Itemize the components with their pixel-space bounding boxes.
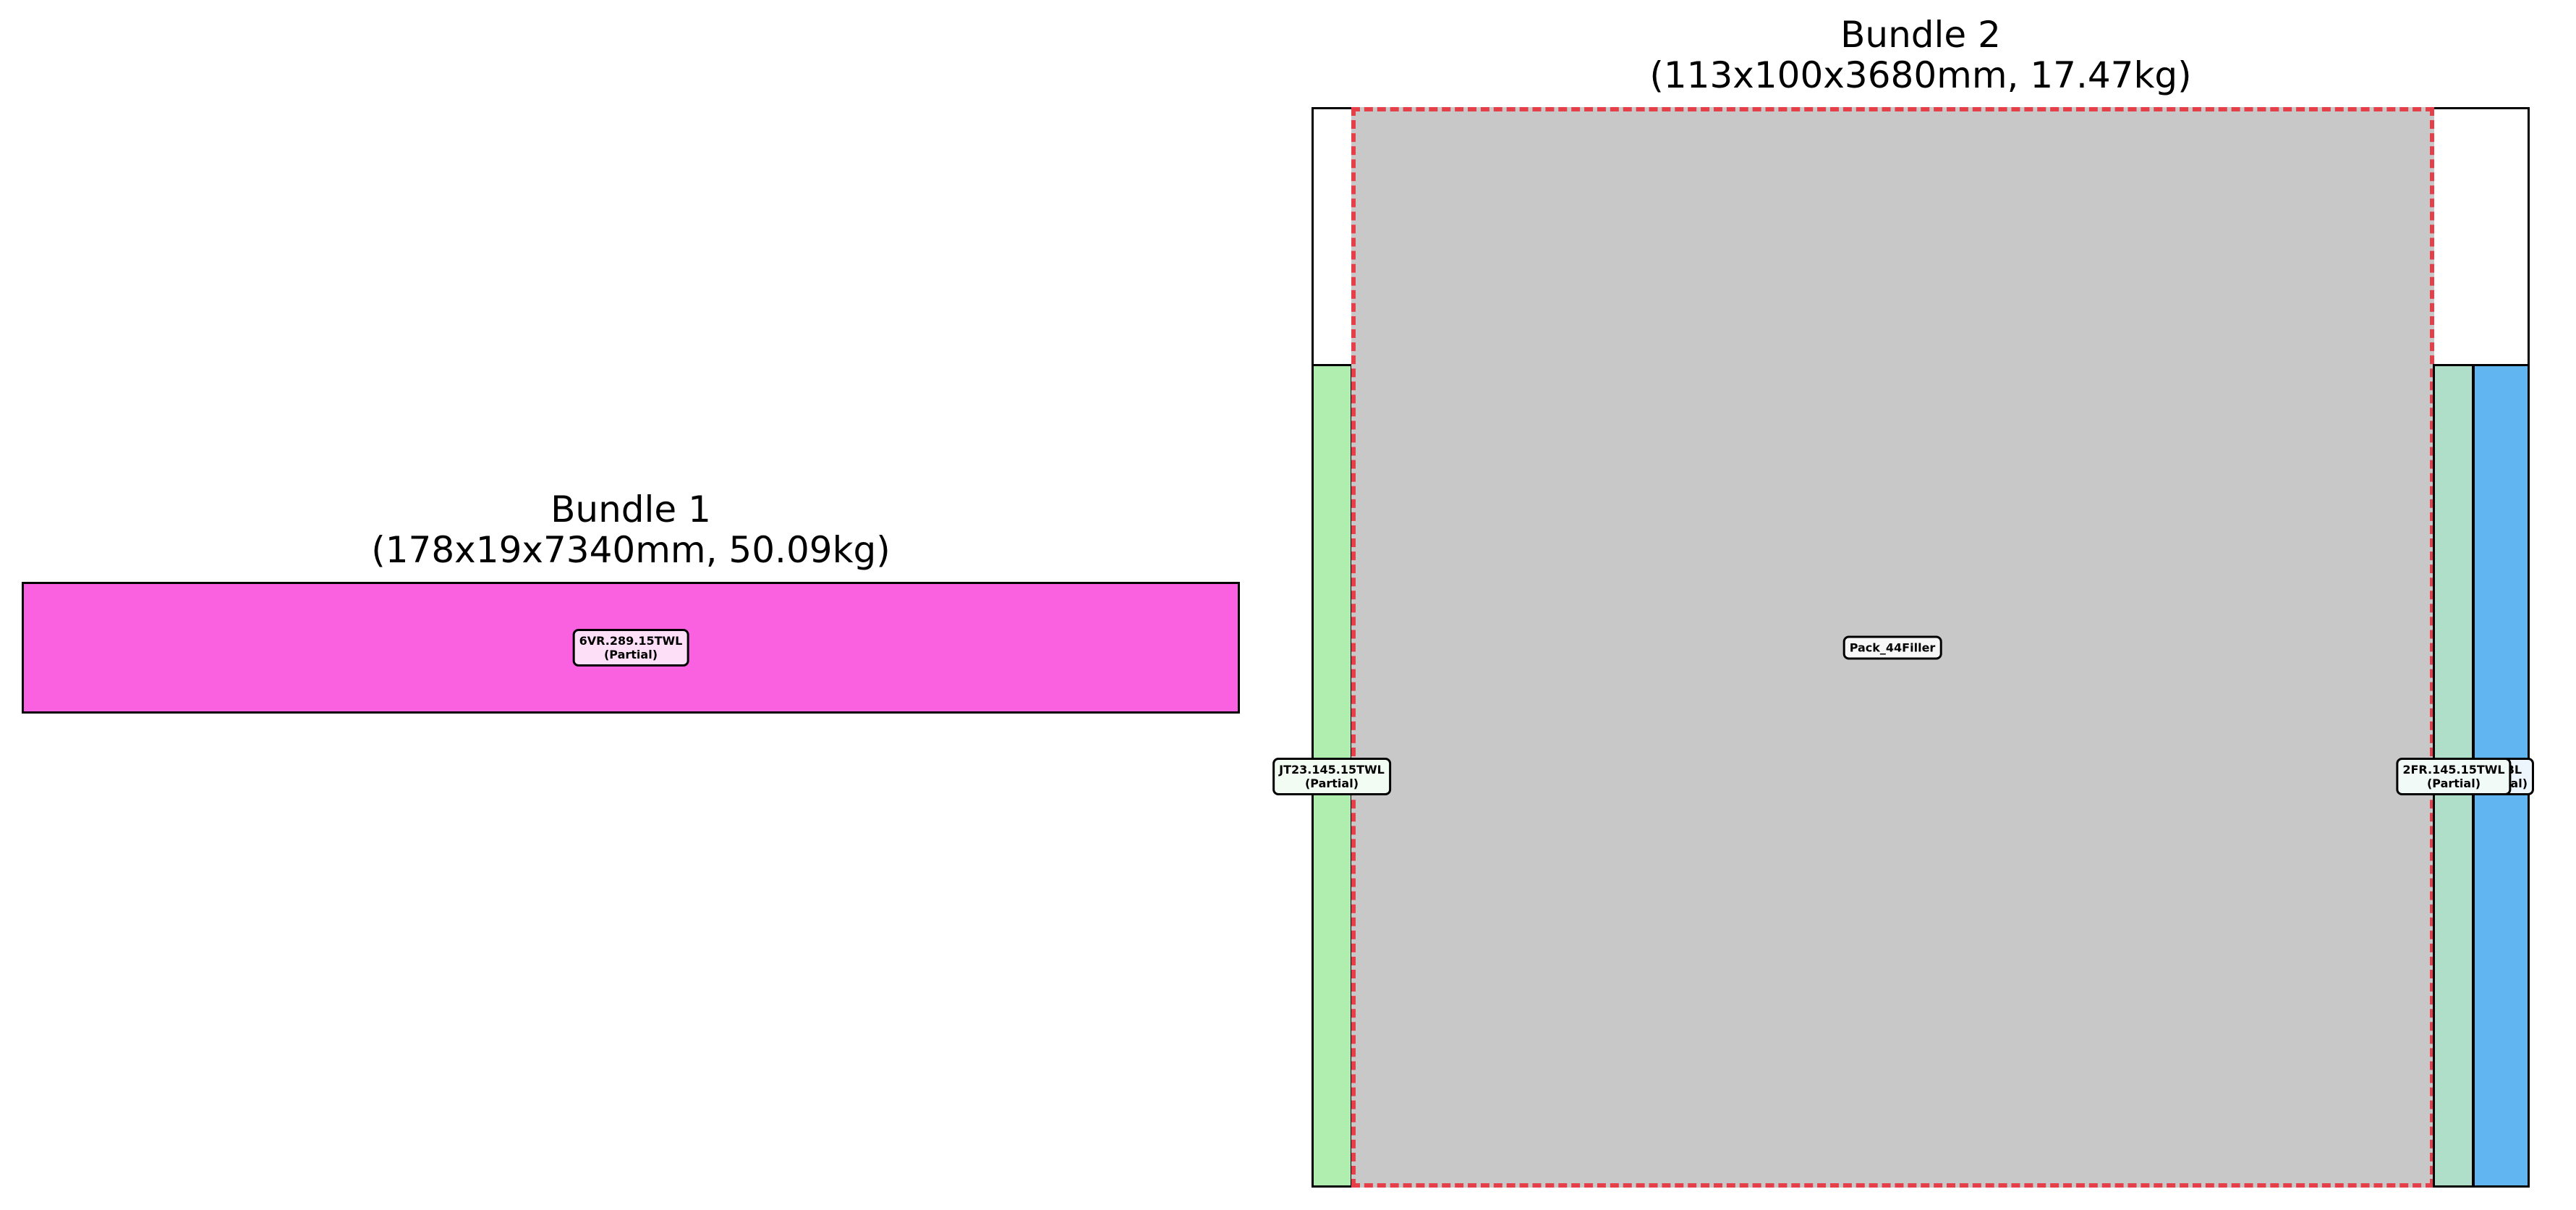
bundle-2-piece-2fr-label: 2FR.145.15TWL (Partial) xyxy=(2396,758,2512,795)
bundle-2-piece-jt23-label: JT23.145.15TWL (Partial) xyxy=(1272,758,1391,795)
bundle-2-title-line1: Bundle 2 xyxy=(1840,14,2001,56)
bundle-1-title-line2: (178x19x7340mm, 50.09kg) xyxy=(371,529,890,571)
bundle-1-title: Bundle 1 (178x19x7340mm, 50.09kg) xyxy=(22,489,1240,570)
piece-note: (Partial) xyxy=(2426,777,2481,790)
piece-name: JT23.145.15TWL xyxy=(1279,763,1385,777)
bundle-2-filler-dashed-outline xyxy=(1351,107,2434,1188)
bundle-2-title: Bundle 2 (113x100x3680mm, 17.47kg) xyxy=(1312,14,2530,96)
bundle-2-title-line2: (113x100x3680mm, 17.47kg) xyxy=(1649,54,2192,96)
piece-note: (Partial) xyxy=(1304,777,1359,790)
piece-name: 6VR.289.15TWL xyxy=(579,634,683,648)
bundle-1-title-line1: Bundle 1 xyxy=(551,488,711,530)
bundle-1-piece-6vr-label: 6VR.289.15TWL (Partial) xyxy=(572,629,689,667)
piece-note: (Partial) xyxy=(603,648,658,661)
piece-name: Pack_44Filler xyxy=(1849,640,1936,655)
bundle-2-piece-filler-label: Pack_44Filler xyxy=(1842,635,1942,660)
piece-name: 2FR.145.15TWL xyxy=(2402,763,2505,777)
